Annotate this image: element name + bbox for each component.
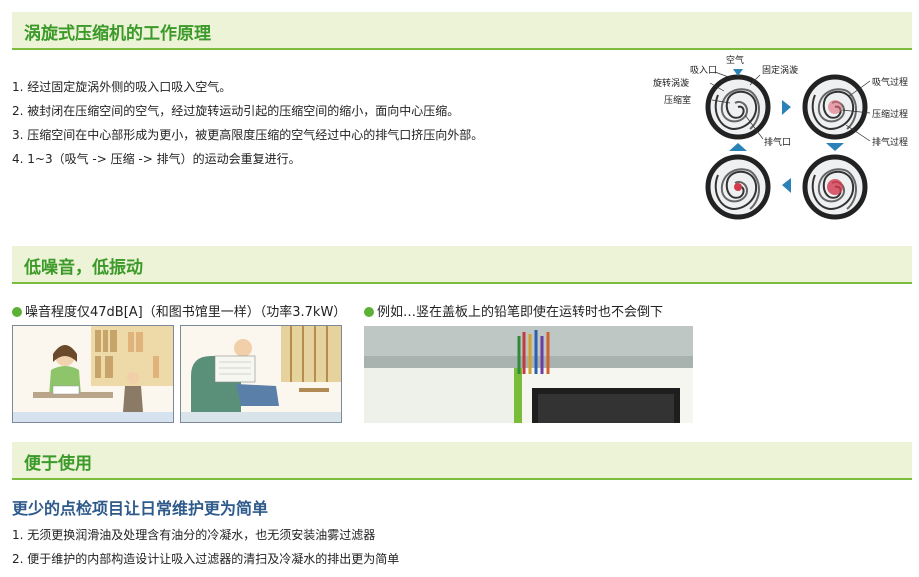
label-air: 空气	[726, 55, 744, 66]
label-compression-process: 压缩过程	[872, 108, 908, 120]
scroll-stage-4	[805, 157, 865, 217]
section-header-noise: 低噪音，低振动	[12, 246, 912, 284]
section-title-principle: 涡旋式压缩机的工作原理	[24, 24, 211, 44]
label-intake-process: 吸气过程	[872, 76, 908, 88]
section-title-usability: 便于使用	[24, 454, 92, 474]
section-header-principle: 涡旋式压缩机的工作原理	[12, 12, 912, 50]
air-inlet-arrow-icon	[733, 69, 743, 76]
arrow-left-icon	[782, 178, 791, 193]
section-header-usability: 便于使用	[12, 442, 912, 480]
library-illustration	[12, 325, 174, 423]
scroll-stage-3	[708, 157, 768, 217]
label-orbiting-scroll: 旋转涡漩	[653, 77, 689, 89]
usability-item-1: 1. 无须更换润滑油及处理含有油分的冷凝水，也无须安装油雾过滤器	[12, 528, 376, 542]
principle-step-2: 2. 被封闭在压缩空间的空气，经过旋转运动引起的压缩空间的缩小，面向中心压缩。	[12, 104, 460, 118]
usability-subtitle: 更少的点检项目让日常维护更为简单	[12, 499, 269, 518]
noise-level-caption: 噪音程度仅47dB[A]（和图书馆里一样）（功率3.7kW）	[12, 301, 346, 320]
scroll-stage-1	[708, 77, 768, 137]
principle-step-3: 3. 压缩空间在中心部形成为更小，被更高限度压缩的空气经过中心的排气口挤压向外部…	[12, 128, 484, 142]
principle-step-4: 4. 1~3（吸气 -> 压缩 -> 排气）的运动会重复进行。	[12, 152, 301, 166]
pencil-test-text: 例如…竖在盖板上的铅笔即使在运转时也不会倒下	[377, 305, 664, 320]
scroll-compressor-diagram: 空气 吸入口 固定涡漩 旋转涡漩 压缩室 排气口 吸气过程 压缩过程 排气过程	[653, 55, 908, 220]
bullet-dot-icon	[12, 307, 22, 317]
label-fixed-scroll: 固定涡漩	[762, 64, 798, 76]
usability-item-2: 2. 便于维护的内部构造设计让吸入过滤器的清扫及冷凝水的排出更为简单	[12, 552, 400, 566]
section-title-noise: 低噪音，低振动	[24, 258, 143, 278]
noise-level-text: 噪音程度仅47dB[A]（和图书馆里一样）（功率3.7kW）	[25, 305, 347, 320]
label-exhaust-process: 排气过程	[872, 136, 908, 148]
bullet-dot-icon	[364, 307, 374, 317]
arrow-down-icon	[826, 143, 844, 151]
label-compression-chamber: 压缩室	[664, 94, 691, 106]
label-intake: 吸入口	[690, 65, 717, 76]
arrow-up-icon	[729, 143, 747, 151]
arrow-right-icon	[782, 100, 791, 115]
reading-newspaper-illustration	[180, 325, 342, 423]
label-exhaust-port: 排气口	[764, 136, 791, 148]
pencil-on-cover-photo	[364, 326, 693, 423]
pencil-test-caption: 例如…竖在盖板上的铅笔即使在运转时也不会倒下	[364, 301, 663, 320]
principle-step-1: 1. 经过固定旋涡外侧的吸入口吸入空气。	[12, 80, 232, 94]
scroll-stage-2	[805, 77, 865, 137]
